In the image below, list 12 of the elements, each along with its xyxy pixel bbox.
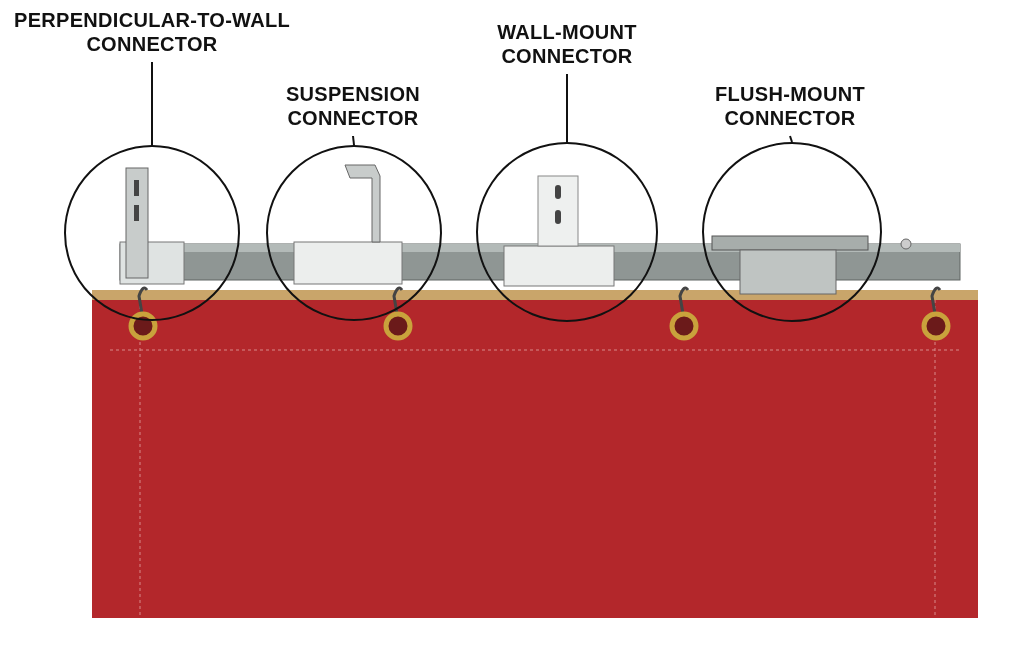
callout-circle — [702, 142, 882, 322]
leader-line — [151, 61, 153, 146]
callout-circle — [266, 145, 442, 321]
leader-line — [789, 135, 793, 143]
part-label: PERPENDICULAR-TO-WALL CONNECTOR — [12, 8, 292, 56]
part-label: FLUSH-MOUNT CONNECTOR — [690, 82, 890, 130]
leader-line — [566, 73, 568, 143]
part-label: SUSPENSION CONNECTOR — [258, 82, 448, 130]
callout-circle — [476, 142, 658, 322]
callout-circle — [64, 145, 240, 321]
leader-line — [352, 135, 355, 146]
part-label: WALL-MOUNT CONNECTOR — [472, 20, 662, 68]
